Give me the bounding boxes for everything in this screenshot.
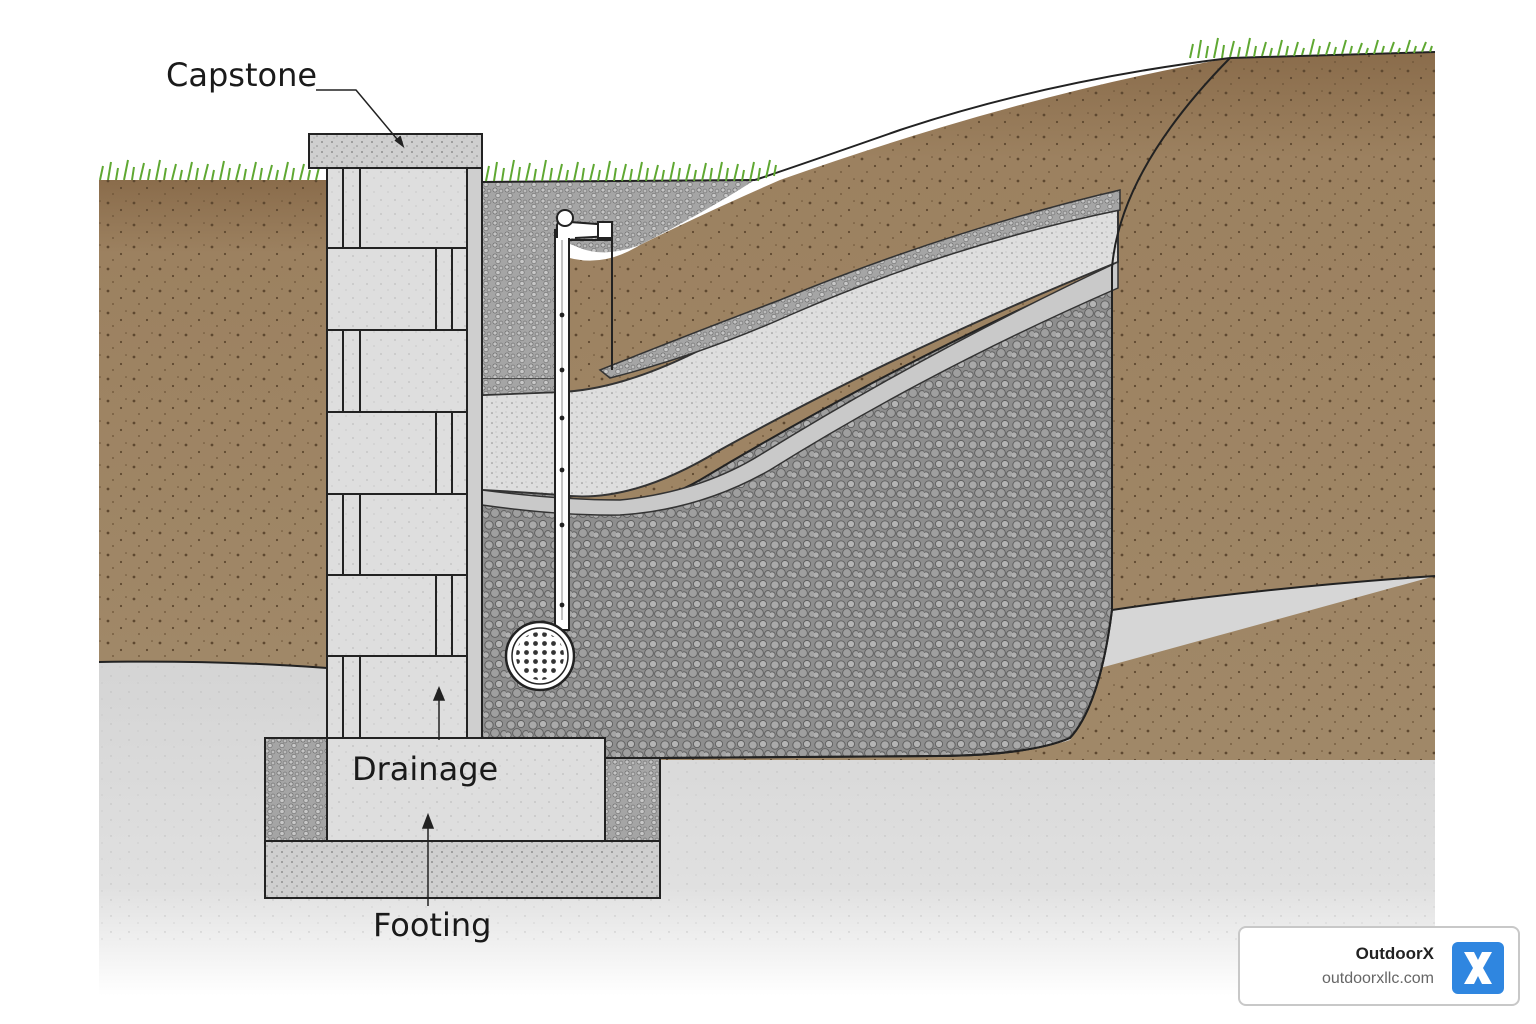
cleanout-riser-pipe (554, 209, 614, 631)
drainage-label: Drainage (352, 750, 499, 788)
brand-name: OutdoorX (1355, 944, 1434, 963)
base-gravel-pocket-right (604, 757, 661, 842)
grass-right (1189, 37, 1433, 59)
footing (264, 840, 661, 899)
native-soil-left (98, 180, 328, 669)
drainage-arrow (432, 686, 446, 740)
capstone (308, 133, 483, 169)
x-logo-icon (1452, 942, 1504, 994)
excavation-base-line (659, 609, 1113, 759)
perforated-drain-pipe (504, 620, 576, 692)
grass-middle (485, 159, 777, 182)
footing-arrow (421, 812, 435, 906)
retaining-wall (326, 167, 483, 739)
capstone-leader-line (316, 89, 405, 148)
soil-surface-line (754, 51, 1436, 181)
subsoil-line (1111, 575, 1436, 611)
brand-watermark-card[interactable]: OutdoorX outdoorxllc.com (1238, 926, 1520, 1006)
soil-outline (1111, 57, 1231, 610)
base-gravel-pocket-left (264, 737, 328, 842)
capstone-label: Capstone (166, 56, 318, 94)
grass-left (99, 159, 321, 181)
brand-url: outdoorxllc.com (1321, 970, 1434, 987)
leveling-base (326, 737, 606, 842)
footing-label: Footing (373, 906, 492, 944)
